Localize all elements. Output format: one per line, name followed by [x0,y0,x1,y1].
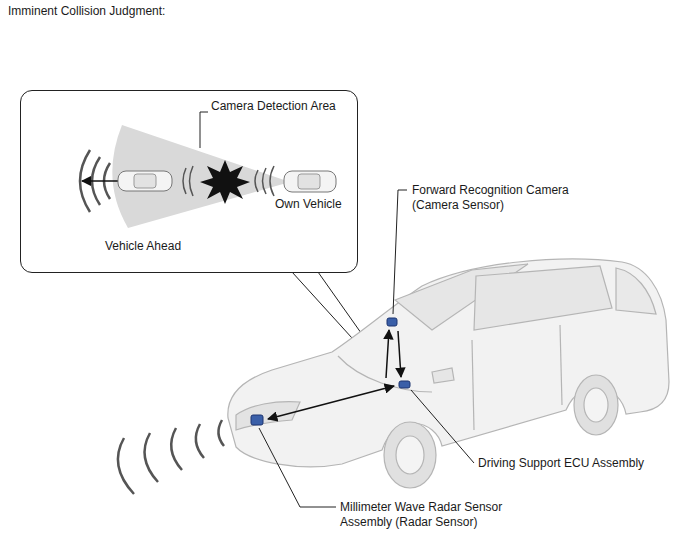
camera-detection-cone [112,125,290,228]
inset-label: Own Vehicle [275,197,342,212]
vehicle-illustration [228,259,669,488]
part-label: Millimeter Wave Radar Sensor Assembly (R… [340,500,555,530]
camera-area-leader [200,112,208,113]
own-vehicle-icon [284,171,336,192]
leader-lines [259,190,474,507]
diagram-title: Imminent Collision Judgment: [8,4,165,19]
travel-arrow [82,180,118,182]
collision-burst [200,160,250,204]
sensor-parts [251,318,410,425]
radar-waves [118,420,224,494]
radio-waves-ahead [80,150,274,212]
part-label: Driving Support ECU Assembly [478,456,678,471]
inset-label: Camera Detection Area [211,99,336,114]
camera-area-leader [200,112,201,148]
part-label: Forward Recognition Camera (Camera Senso… [412,183,577,213]
inset-label: Vehicle Ahead [105,239,181,254]
inset-box: Camera Detection AreaOwn VehicleVehicle … [20,90,358,273]
vehicle-ahead-icon [118,171,172,191]
signal-arrows [268,330,401,419]
